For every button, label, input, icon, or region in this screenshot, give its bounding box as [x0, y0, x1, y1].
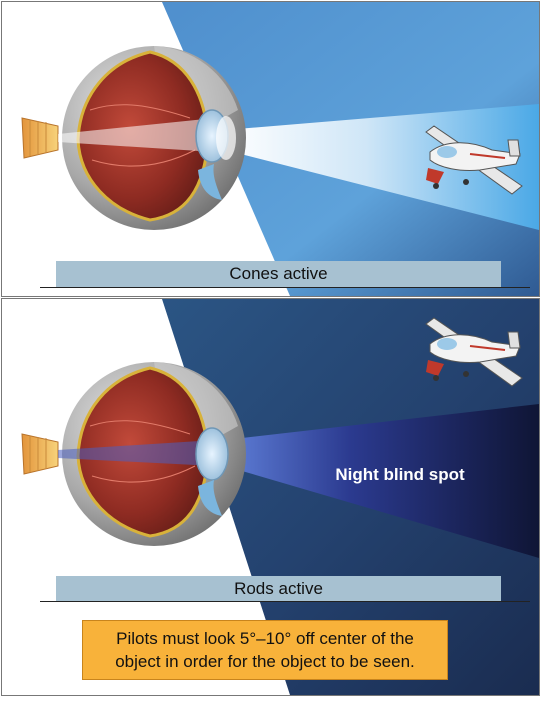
night-blind-spot-label: Night blind spot: [335, 465, 465, 484]
top-label-rule: [40, 287, 530, 288]
pilot-note-line-2: object in order for the object to be see…: [115, 652, 415, 671]
airplane-bottom: [425, 317, 523, 387]
pilot-note-box: Pilots must look 5°–10° off center of th…: [82, 620, 448, 680]
cones-active-label: Cones active: [56, 261, 501, 287]
pilot-note-line-1: Pilots must look 5°–10° off center of th…: [116, 629, 414, 648]
airplane-top: [425, 125, 523, 195]
night-blind-spot-beam: [225, 404, 539, 558]
cone-light-beam: [225, 104, 539, 230]
rods-active-label: Rods active: [56, 576, 501, 602]
bottom-label-rule: [40, 601, 530, 602]
eye-cross-section-top: [21, 46, 246, 230]
eye-cross-section-bottom: [21, 362, 246, 546]
